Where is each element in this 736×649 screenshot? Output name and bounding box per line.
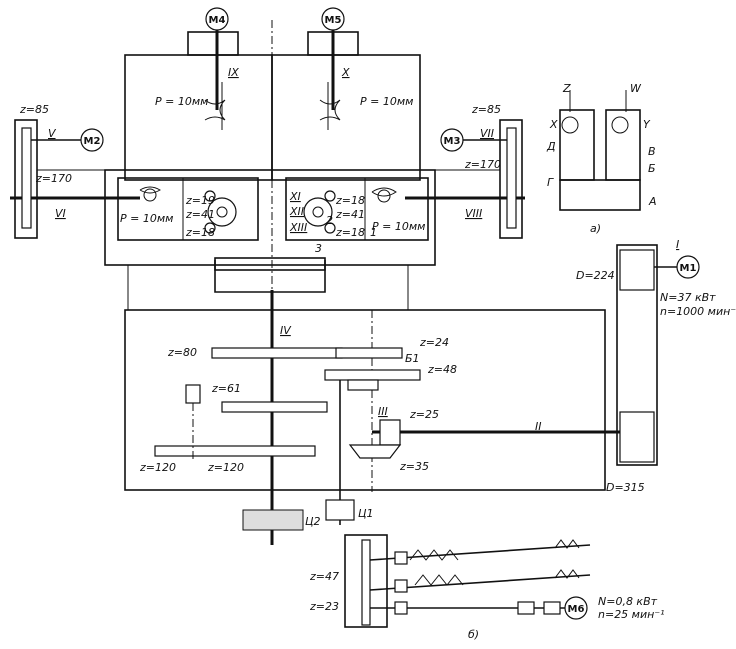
shaft-label-vii: VII — [480, 127, 494, 140]
shaft-label-xi: XI — [289, 190, 301, 203]
motor-spec: N=37 кВт — [660, 291, 716, 304]
shaft-label-ii: II — [535, 420, 542, 433]
letter-label: A — [648, 195, 657, 208]
pitch-label: P = 10мм — [372, 220, 425, 233]
inset-b-caption: б) — [468, 628, 479, 641]
shaft-label-xii: XII — [289, 205, 304, 218]
screw-lower-right — [371, 187, 397, 203]
axis-label-z: Z — [562, 82, 571, 95]
clutch-c1 — [325, 499, 355, 521]
letter-label: Д — [546, 140, 556, 153]
shaft-label-x: X — [341, 66, 350, 79]
motor-spec: N=0,8 кВт — [598, 595, 658, 608]
gear-label: z=19 — [185, 194, 215, 207]
bevel-gear-z35 — [348, 444, 402, 459]
motor-spec: n=1000 мин⁻¹ — [660, 305, 736, 318]
motor-m5: M5 — [321, 7, 345, 110]
gear-label: z=120 — [139, 461, 176, 474]
position-number: 2 — [326, 214, 333, 227]
motor-label: M2 — [84, 136, 101, 147]
gear-label: z=48 — [427, 363, 457, 376]
pulley-d315 — [619, 411, 655, 463]
small-block — [185, 384, 201, 404]
motor-label: M4 — [209, 15, 226, 26]
screw-upper-left — [204, 82, 226, 130]
gear-z24 — [335, 347, 403, 359]
axis-label-w: W — [630, 82, 642, 95]
shaft-label-vi: VI — [55, 207, 66, 220]
pulley-label: D=315 — [606, 481, 645, 494]
pitch-label: P = 10мм — [360, 95, 413, 108]
position-number: 3 — [315, 242, 322, 255]
gear-z80 — [211, 347, 343, 359]
clutch-label: Ц1 — [358, 507, 374, 520]
motor-spec: n=25 мин⁻¹ — [598, 608, 665, 621]
pitch-label: P = 10мм — [120, 212, 173, 225]
gear-label: z=85 — [471, 103, 501, 116]
bevel-gear-z25 — [379, 419, 401, 446]
shaft-label-ix: IX — [228, 66, 239, 79]
gear-label: z=41 — [335, 208, 365, 221]
motor-label: M5 — [325, 15, 342, 26]
gear-small — [347, 379, 379, 391]
gear-z120 — [154, 445, 316, 457]
gear-label: z=120 — [207, 461, 244, 474]
shaft-label-xiii: XIII — [289, 221, 307, 234]
pitch-label: P = 10мм — [155, 95, 208, 108]
letter-label: Г — [547, 176, 554, 189]
shaft-label-iv: IV — [280, 324, 292, 337]
gear-label: z=80 — [167, 346, 197, 359]
inset-a-workpiece — [559, 90, 641, 211]
position-number: 1 — [370, 226, 377, 239]
gear-label: z=24 — [419, 336, 449, 349]
motor-label: M6 — [568, 604, 585, 615]
motor-label: M1 — [680, 263, 697, 274]
clutch-c2 — [242, 509, 304, 531]
gear-label: z=61 — [211, 382, 241, 395]
pulley-d224 — [619, 249, 655, 291]
gear-z61 — [221, 401, 328, 413]
gear-label: z=85 — [19, 103, 49, 116]
shaft-label-viii: VIII — [465, 207, 482, 220]
gear-label: z=23 — [309, 600, 339, 613]
motor-m3: M3 — [440, 128, 512, 152]
shaft-label-v: V — [48, 127, 57, 140]
gear-cluster-right — [303, 190, 336, 234]
screw-upper-right — [319, 82, 341, 130]
motor-label: M3 — [444, 136, 461, 147]
letter-label: Б — [648, 162, 656, 175]
gear-z170-right — [506, 127, 517, 229]
clutch-label: Б1 — [405, 352, 420, 365]
gear-label: z=47 — [309, 570, 339, 583]
gear-label: z=18 — [185, 226, 215, 239]
gear-label: z=18 — [335, 194, 365, 207]
motor-m2: M2 — [26, 128, 104, 152]
gear-label: z=170 — [464, 158, 501, 171]
screw-lower-left — [139, 186, 161, 202]
gear-label: z=25 — [409, 408, 439, 421]
letter-label: В — [648, 145, 656, 158]
gear-cluster-left — [204, 190, 237, 234]
motor-m6: M6 — [564, 596, 588, 620]
gear-z170-left — [21, 127, 32, 229]
shaft-label-i: I — [676, 238, 679, 251]
inset-a-caption: а) — [590, 222, 601, 235]
axis-label-x: X — [549, 118, 558, 131]
gear-label: z=41 — [185, 208, 215, 221]
gear-label: z=18 — [335, 226, 365, 239]
gear-z48 — [324, 369, 421, 381]
motor-m4: M4 — [205, 7, 229, 110]
machine-frame — [14, 20, 658, 491]
shaft-label-iii: III — [378, 405, 388, 418]
pulley-label: D=224 — [576, 269, 615, 282]
clutch-label: Ц2 — [305, 515, 321, 528]
axis-label-y: Y — [643, 118, 651, 131]
gear-label: z=35 — [399, 460, 429, 473]
gear-label: z=170 — [35, 172, 72, 185]
inset-b-mechanism — [344, 534, 591, 628]
